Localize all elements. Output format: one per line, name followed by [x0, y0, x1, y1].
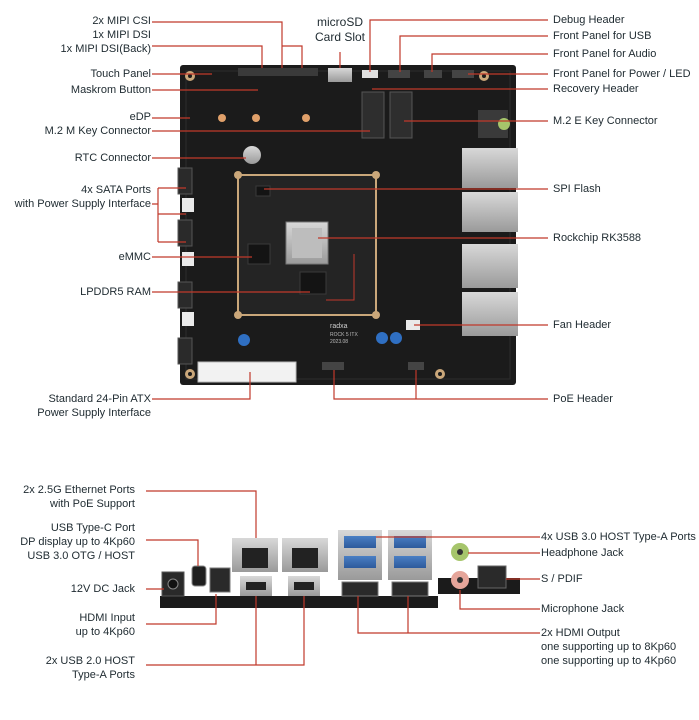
label-usb3-ports: 4x USB 3.0 HOST Type-A Ports	[541, 531, 696, 543]
label-headphone-jack: Headphone Jack	[541, 547, 624, 559]
top-board: radxa ROCK 5 ITX 2023.08	[177, 65, 518, 385]
label-m2-m-key: M.2 M Key Connector	[44, 125, 151, 137]
sata-power-headers	[182, 198, 194, 326]
hdmi-input-port	[209, 567, 231, 593]
label-hdmi-4k: one supporting up to 4Kp60	[541, 655, 677, 667]
label-sata-power: with Power Supply Interface	[14, 198, 151, 210]
rtc-battery	[243, 146, 261, 164]
label-dc-jack: 12V DC Jack	[70, 583, 135, 595]
label-front-audio: Front Panel for Audio	[553, 48, 657, 60]
label-mipi-dsi: 1x MIPI DSI	[92, 29, 151, 41]
label-microsd: microSD	[316, 15, 363, 29]
label-m2-e-key: M.2 E Key Connector	[553, 115, 658, 127]
label-mipi-csi: 2x MIPI CSI	[92, 15, 151, 27]
label-emmc: eMMC	[118, 251, 151, 263]
board-silk-model: ROCK 5 ITX	[330, 332, 358, 338]
debug-header	[362, 70, 378, 78]
label-edp: eDP	[129, 111, 151, 123]
label-sata-ports: 4x SATA Ports	[81, 184, 151, 196]
lpddr5-chip	[299, 271, 327, 295]
label-hdmi-input: HDMI Input	[79, 612, 135, 624]
label-mipi-dsi-back: 1x MIPI DSI(Back)	[60, 43, 151, 55]
label-poe-support: with PoE Support	[50, 498, 135, 510]
board-silk-brand: radxa	[330, 323, 348, 330]
label-lpddr5: LPDDR5 RAM	[80, 286, 151, 298]
label-touch-panel: Touch Panel	[90, 68, 151, 80]
usb-header	[388, 70, 410, 78]
label-hdmi-8k: one supporting up to 8Kp60	[541, 641, 677, 653]
emmc-chip	[247, 243, 271, 265]
label-poe-header: PoE Header	[553, 393, 613, 405]
ethernet-port-2	[462, 192, 518, 232]
label-debug-header: Debug Header	[553, 14, 625, 26]
spdif-port	[477, 565, 507, 589]
mipi-connectors	[238, 68, 318, 76]
hdmi-out-1	[341, 581, 379, 597]
audio-header	[424, 70, 442, 78]
label-recovery-header: Recovery Header	[553, 83, 639, 95]
label-atx-24pin: Standard 24-Pin ATX	[48, 393, 151, 405]
label-usb2-ports: 2x USB 2.0 HOST	[45, 655, 135, 667]
label-fan-header: Fan Header	[553, 319, 612, 331]
m2-m-key	[361, 91, 385, 139]
leader-lines	[146, 19, 548, 666]
bottom-io-board	[160, 530, 520, 608]
usb-stack-2	[462, 292, 518, 336]
label-rtc-connector: RTC Connector	[74, 152, 151, 164]
atx-24pin	[197, 361, 297, 383]
label-spdif: S / PDIF	[541, 573, 583, 585]
board-silk-date: 2023.08	[330, 339, 348, 345]
label-ethernet-ports: 2x 2.5G Ethernet Ports	[23, 484, 135, 496]
label-usb-otg: USB 3.0 OTG / HOST	[27, 550, 135, 562]
m2-e-key	[389, 91, 413, 139]
microsd-slot	[328, 68, 352, 82]
usb-stack-1	[462, 244, 518, 288]
fan-header	[406, 320, 420, 330]
poe-header-right	[408, 362, 424, 370]
label-atx-power: Power Supply Interface	[37, 407, 151, 419]
label-front-power-led: Front Panel for Power / LED	[553, 68, 691, 80]
label-front-usb: Front Panel for USB	[553, 30, 652, 42]
label-usb2-type: Type-A Ports	[72, 669, 135, 681]
spi-flash-chip	[255, 185, 271, 197]
poe-header-left	[322, 362, 344, 370]
label-rk3588: Rockchip RK3588	[553, 232, 642, 244]
usb-c-port	[191, 565, 207, 587]
ethernet-port-1	[462, 148, 518, 188]
label-usb-c: USB Type-C Port	[50, 522, 135, 534]
mounting-hole-icon	[185, 71, 489, 379]
hdmi-out-2	[391, 581, 429, 597]
label-hdmi-input-res: up to 4Kp60	[75, 626, 135, 638]
label-card-slot: Card Slot	[314, 30, 366, 44]
sata-ports	[177, 167, 193, 365]
power-led-header	[452, 70, 474, 78]
capacitors	[218, 114, 402, 346]
label-maskrom-button: Maskrom Button	[70, 84, 151, 96]
label-dp-display: DP display up to 4Kp60	[20, 536, 135, 548]
label-spi-flash: SPI Flash	[553, 183, 601, 195]
label-microphone-jack: Microphone Jack	[541, 603, 625, 615]
label-hdmi-output: 2x HDMI Output	[541, 627, 620, 639]
io-pcb	[160, 596, 438, 608]
